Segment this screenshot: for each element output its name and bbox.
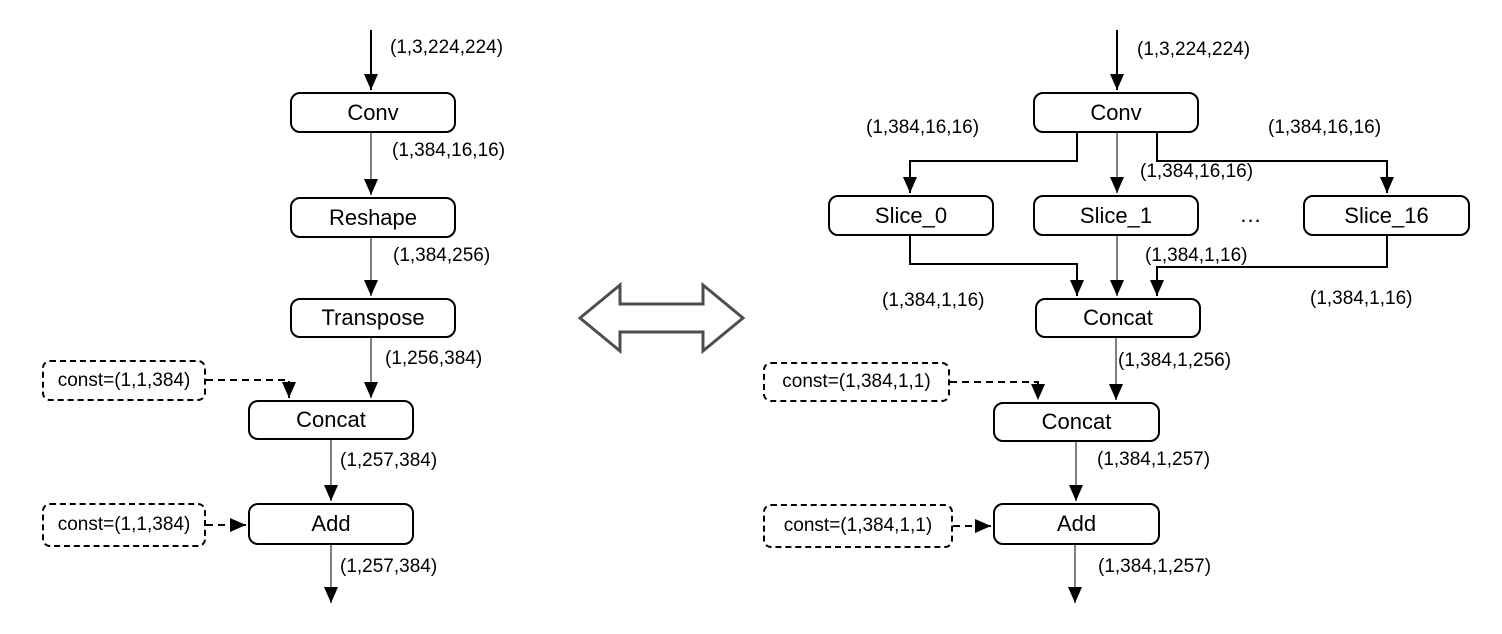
right-conv-to-slice16-elbow: [1156, 133, 1394, 193]
edge-label-reshape-out: (1,384,256): [393, 245, 491, 266]
right-slice16-to-concat1-elbow: [1150, 236, 1388, 296]
right-slice0-to-concat1-elbow: [909, 236, 1084, 296]
node-add-right: Add: [993, 503, 1160, 545]
node-conv-right: Conv: [1033, 92, 1199, 133]
edge-label-slice-out-right: (1,384,1,16): [1310, 288, 1413, 309]
edge-label-input-left: (1,3,224,224): [390, 37, 504, 58]
edge-label-concat2-out: (1,384,1,257): [1097, 449, 1211, 470]
edge-label-add-out-right-graph: (1,384,1,257): [1098, 556, 1212, 577]
node-slice-16: Slice_16: [1303, 195, 1470, 236]
const-box-concat-left: const=(1,1,384): [42, 360, 206, 401]
node-concat-1-right: Concat: [1035, 298, 1201, 338]
edge-label-slice-out-center: (1,384,1,16): [1145, 245, 1248, 266]
node-slice-1: Slice_1: [1033, 195, 1199, 236]
edge-label-concat-out-left-graph: (1,257,384): [340, 450, 438, 471]
edge-label-concat1-out: (1,384,1,256): [1118, 350, 1232, 371]
const-box-concat-right: const=(1,384,1,1): [763, 362, 950, 402]
right-conv-to-slice0-elbow: [903, 133, 1078, 193]
edge-label-slice-out-left: (1,384,1,16): [882, 290, 985, 311]
const-box-add-right: const=(1,384,1,1): [763, 504, 953, 548]
edge-label-conv-out-center: (1,384,16,16): [1140, 161, 1254, 182]
node-concat-left: Concat: [248, 400, 414, 440]
const-box-add-left: const=(1,1,384): [42, 503, 206, 547]
left-const-to-concat-dashed-arrow: [206, 379, 296, 398]
edge-label-conv-out-left-graph: (1,384,16,16): [392, 140, 506, 161]
edge-label-conv-out-left: (1,384,16,16): [866, 117, 980, 138]
right-const-to-concat2-dashed-arrow: [950, 381, 1045, 400]
equivalence-arrow: [577, 281, 746, 355]
edge-label-input-right: (1,3,224,224): [1137, 39, 1251, 60]
node-conv-left: Conv: [290, 92, 456, 133]
edge-label-transpose-out: (1,256,384): [385, 348, 483, 369]
node-concat-2-right: Concat: [993, 402, 1160, 442]
edge-label-add-out-left-graph: (1,257,384): [340, 556, 438, 577]
node-transpose-left: Transpose: [290, 298, 456, 338]
edge-label-conv-out-right: (1,384,16,16): [1268, 117, 1382, 138]
node-slice-0: Slice_0: [828, 195, 994, 236]
slices-ellipsis: ...: [1240, 202, 1262, 227]
node-reshape-left: Reshape: [290, 197, 456, 238]
node-add-left: Add: [248, 503, 414, 545]
